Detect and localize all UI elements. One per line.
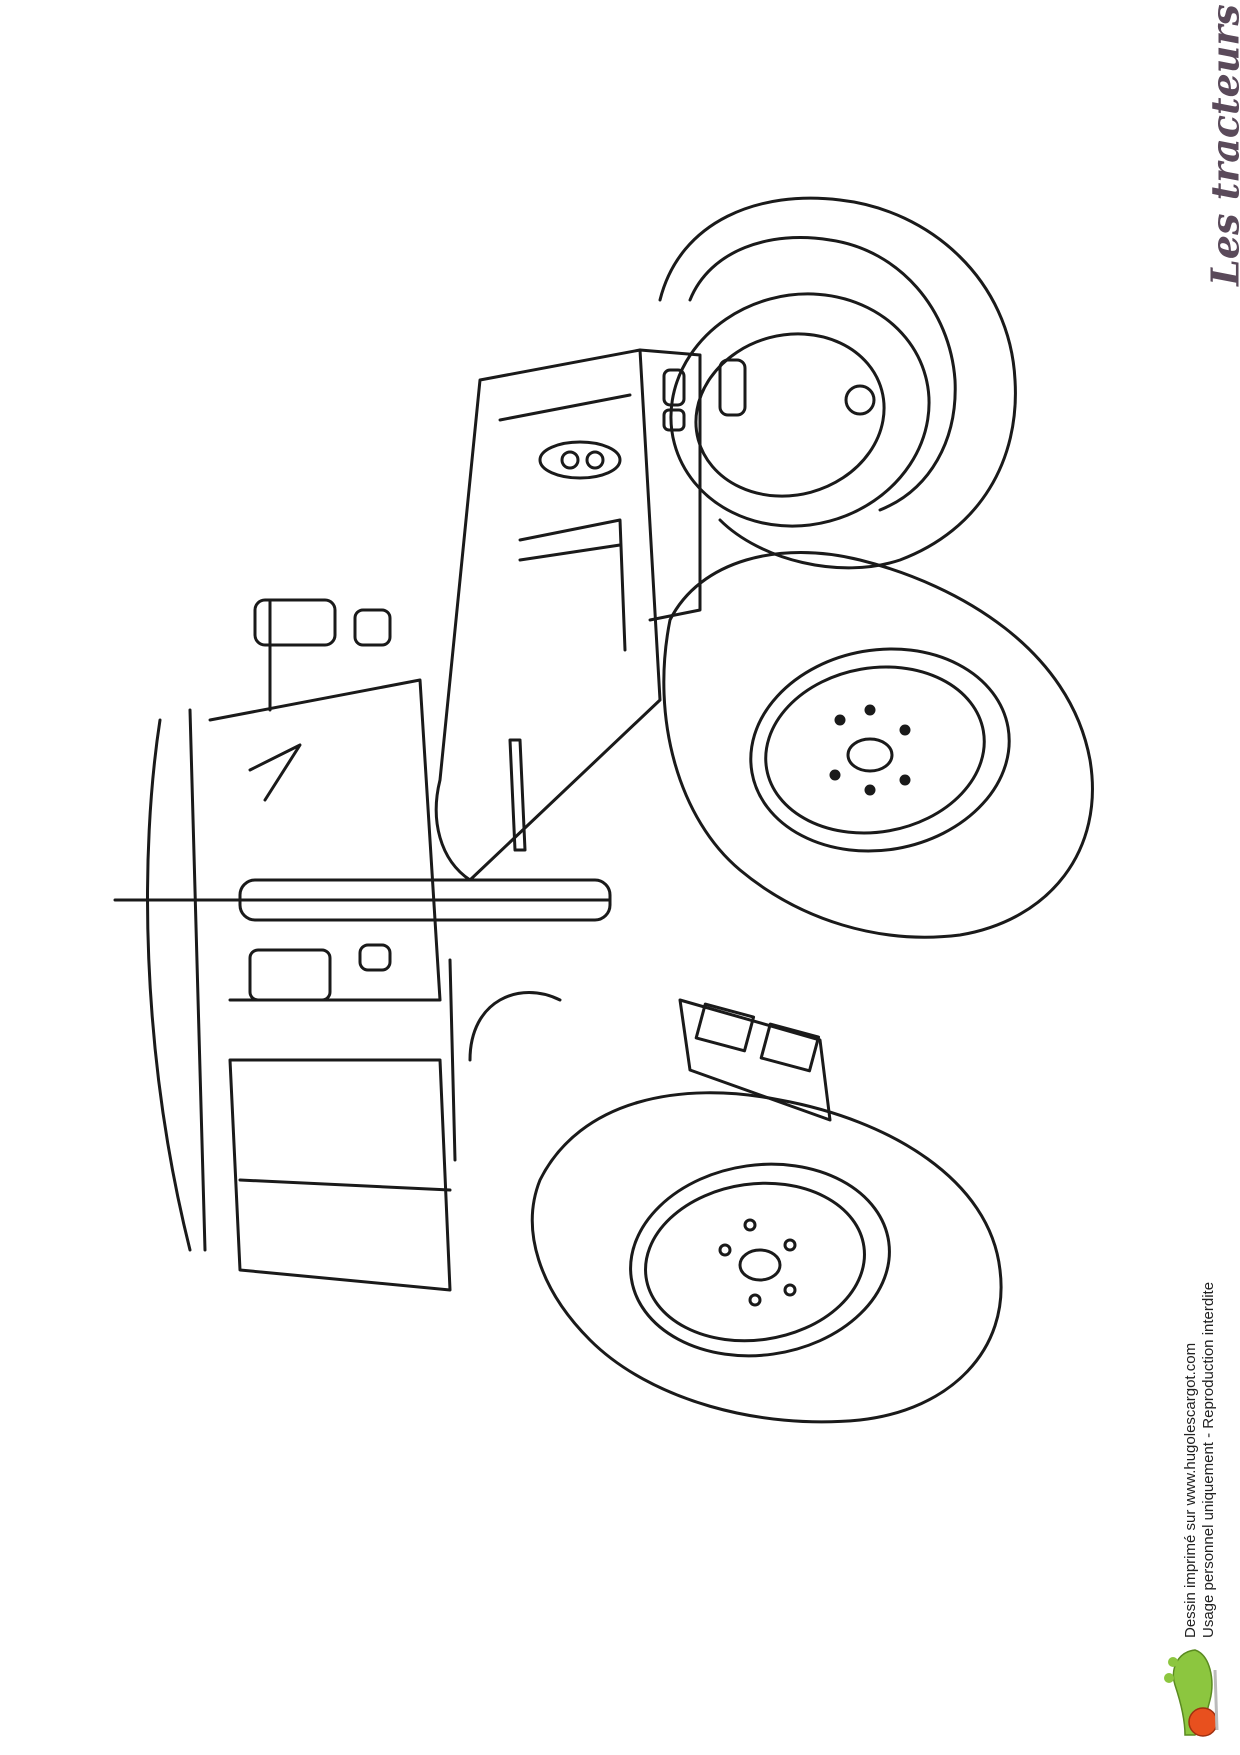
tractor-cab (113, 598, 612, 1292)
rear-wheel-bottom (530, 1091, 1003, 1424)
front-wheel-top (658, 196, 1017, 570)
footer-line-2: Usage personnel uniquement - Reproductio… (1200, 1281, 1217, 1638)
page-title: Les tracteurs (1195, 4, 1240, 286)
footer-notice: Dessin imprimé sur www.hugolescargot.com… (1180, 1130, 1230, 1640)
tractor-body (434, 348, 747, 882)
tractor-grille (678, 998, 832, 1122)
snail-logo-icon (1164, 1649, 1219, 1737)
rear-wheel-middle (662, 551, 1094, 939)
footer-line-1: Dessin imprimé sur www.hugolescargot.com (1182, 1342, 1199, 1638)
page-title-text: Les tracteurs (1202, 4, 1240, 286)
